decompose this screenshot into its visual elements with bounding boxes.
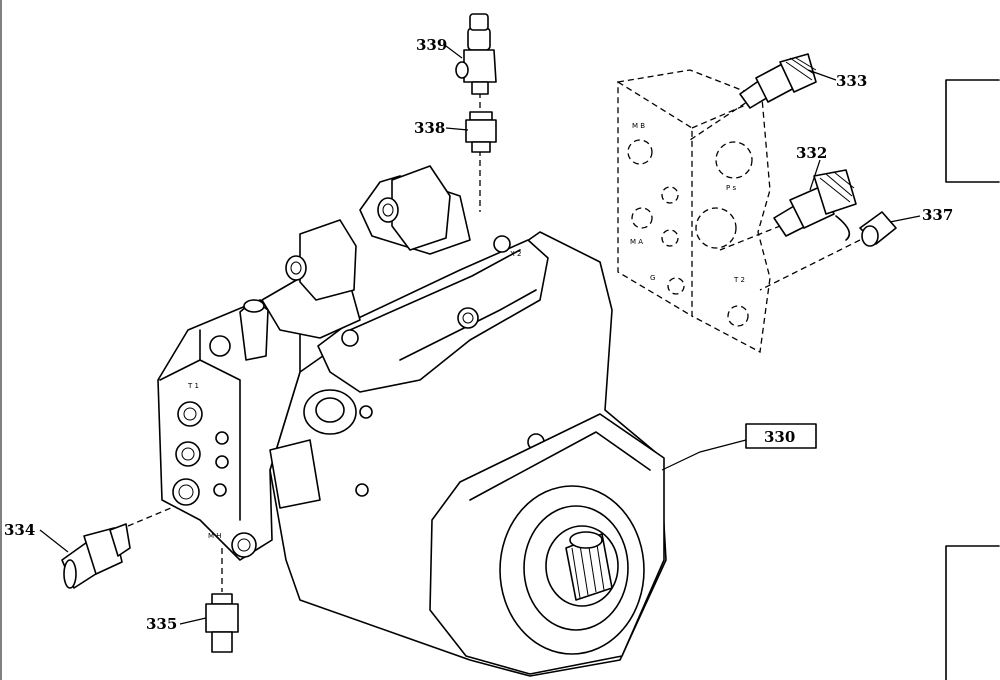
port-label-t1: T 1 — [187, 382, 199, 390]
fitting-335 — [205, 593, 239, 653]
fitting-333 — [739, 53, 817, 109]
callout-338: 338 — [414, 119, 445, 137]
callout-332: 332 — [796, 144, 827, 162]
callout-333: 333 — [836, 72, 867, 90]
fitting-337 — [859, 211, 897, 247]
port-label-ps: P s — [726, 184, 736, 192]
port-plate-outline: M B P s M A G T 2 — [617, 69, 771, 354]
solenoid-left — [299, 219, 357, 301]
fitting-338 — [465, 111, 497, 153]
callout-339: 339 — [416, 36, 447, 54]
port-g-circle — [667, 277, 685, 295]
callout-330-box — [745, 423, 817, 449]
port-label-t2: T 2 — [733, 276, 745, 284]
solenoid-right — [391, 165, 451, 251]
callouts: 339 338 333 332 337 330 334 335 — [4, 36, 953, 633]
port-label-x2: X 2 — [510, 250, 521, 258]
port-circle — [177, 401, 203, 427]
axial-piston-pump: T 1 M H X 2 — [157, 165, 667, 677]
fitting-339 — [455, 13, 497, 95]
port-label-mh: M H — [208, 532, 222, 540]
port-ma-circle — [631, 207, 653, 229]
fitting-334 — [61, 523, 131, 589]
callout-330: 330 — [764, 428, 795, 446]
port-mb-circle — [627, 139, 653, 165]
port-label-g: G — [650, 274, 655, 282]
callout-334: 334 — [4, 521, 35, 539]
callout-337: 337 — [922, 206, 953, 224]
port-label-ma: M A — [630, 238, 643, 246]
port-t2-circle — [727, 305, 749, 327]
port-label-mb: M B — [632, 122, 645, 130]
leader-lines — [39, 45, 921, 625]
fitting-332 — [773, 169, 857, 241]
callout-335: 335 — [146, 615, 177, 633]
port-ps-circle — [715, 141, 753, 179]
